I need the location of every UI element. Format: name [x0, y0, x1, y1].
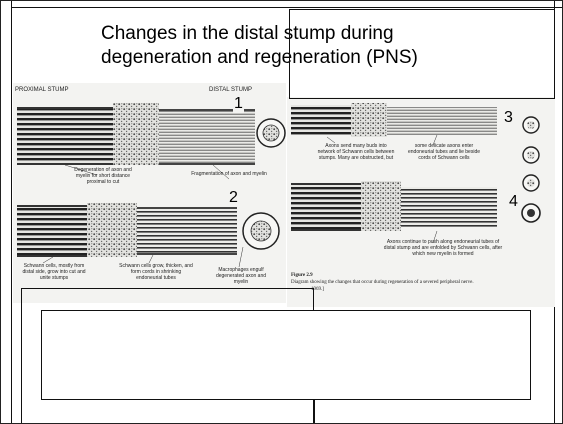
axons-continue-label: Axons continue to push along endoneurial…	[383, 239, 503, 257]
panel-number-3: 3	[503, 109, 514, 127]
schwann-grow-label: Schwann cells grow, thicken, and form co…	[119, 263, 193, 281]
figure-caption-text: Diagram showing the changes that occur d…	[291, 280, 553, 286]
panel-1-illustration	[17, 103, 285, 179]
fragmentation-label: Fragmentation of axon and myelin	[189, 171, 269, 177]
distal-stump-label: DISTAL STUMP	[209, 87, 252, 93]
panel-number-2: 2	[228, 189, 239, 207]
slide-left-border	[11, 1, 12, 424]
delicate-axons-label: some delicate axons enter endoneurial tu…	[407, 143, 481, 161]
panel-number-1: 1	[233, 95, 244, 113]
macrophages-label: Macrophages engulf degenerated axon and …	[209, 267, 273, 285]
nerve-figure-left: PROXIMAL STUMP DISTAL STUMP 1 2 Degenera…	[13, 83, 286, 303]
figure-number-caption: Figure 2.9	[291, 273, 313, 279]
placeholder-divider	[314, 400, 315, 424]
axons-buds-label: Axons send many buds into network of Sch…	[317, 143, 395, 161]
panel-2-illustration	[17, 203, 279, 267]
degeneration-label: Degeneration of axon and myelin for shor…	[71, 167, 135, 185]
schwann-distal-label: Schwann cells, mostly from distal side, …	[19, 263, 89, 281]
proximal-stump-label: PROXIMAL STUMP	[15, 87, 68, 93]
content-placeholder-inner	[41, 310, 531, 400]
nerve-figure-right: 3 4 Axons send many buds into network of…	[287, 97, 555, 307]
panel-number-4: 4	[508, 193, 519, 211]
panel-4-illustration	[291, 175, 540, 243]
slide-top-border	[11, 7, 563, 8]
title-placeholder-frame	[289, 9, 555, 99]
